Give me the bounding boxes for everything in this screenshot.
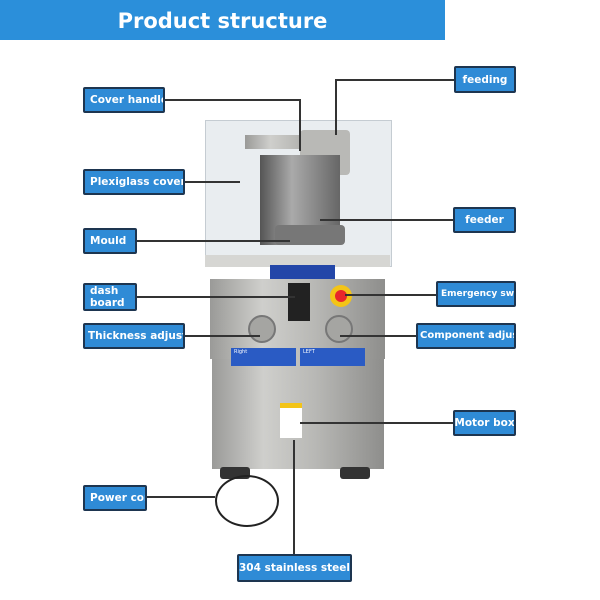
label-mould: Mould <box>83 228 137 254</box>
warning-label <box>280 403 302 438</box>
left-plate: LEFT <box>300 348 365 366</box>
label-feeder: feeder <box>453 207 516 233</box>
tablet-press-machine: Right LEFT <box>200 115 400 527</box>
right-plate: Right <box>231 348 296 366</box>
component-adjuster <box>325 315 353 343</box>
left-plate-label: LEFT <box>303 349 315 355</box>
label-plexiglass-cover: Plexiglass cover <box>83 169 185 195</box>
top-sign <box>270 265 335 279</box>
right-plate-label: Right <box>234 349 248 355</box>
label-motor-box: Motor box <box>453 410 516 436</box>
dash-board <box>288 283 310 321</box>
label-component-adjuster: Component adjuster <box>416 323 516 349</box>
page-title: Product structure <box>0 0 445 40</box>
mould <box>275 225 345 245</box>
label-feeding: feeding <box>454 66 516 93</box>
label-304-stainless-steel: 304 stainless steel <box>237 554 352 582</box>
label-thickness-adjuster: Thickness adjuster <box>83 323 185 349</box>
power-cord <box>215 475 279 527</box>
thickness-adjuster <box>248 315 276 343</box>
emergency-switch <box>330 285 352 307</box>
foot-right <box>340 467 370 479</box>
label-dash-board: dash board <box>83 283 137 311</box>
label-cover-handle: Cover handle <box>83 87 165 113</box>
label-power-cord: Power cord <box>83 485 147 511</box>
label-emergency-switch: Emergency switch <box>436 281 516 307</box>
